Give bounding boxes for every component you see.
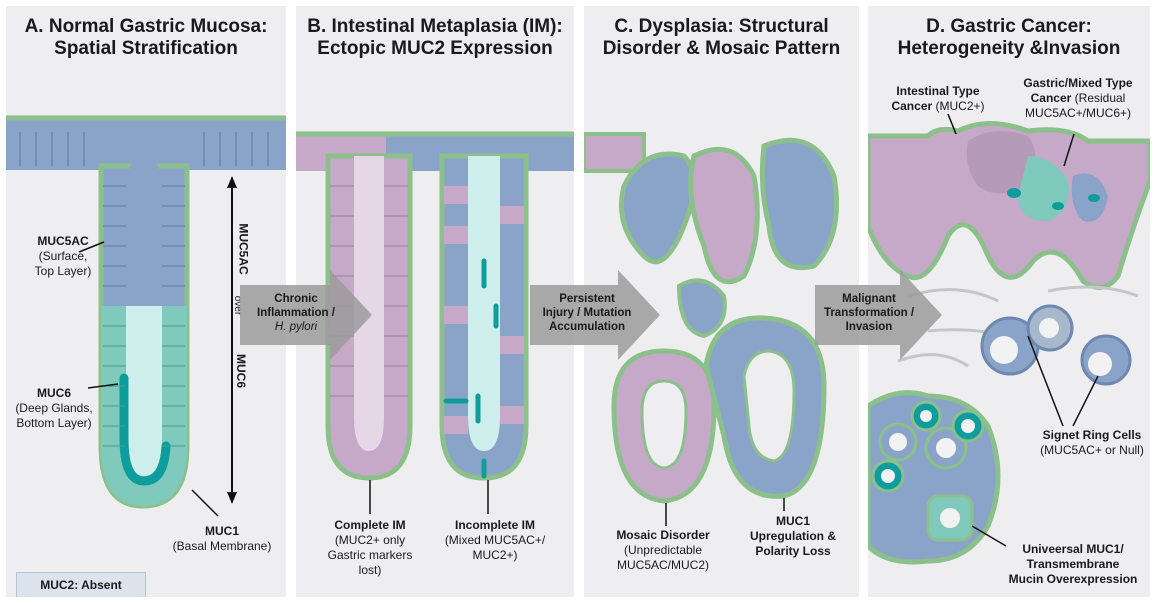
panel-title: C. Dysplasia: Structural Disorder & Mosa… bbox=[584, 16, 859, 60]
panel-title: A. Normal Gastric Mucosa: Spatial Strati… bbox=[6, 16, 286, 60]
arrow-1-line-3: H. pylori bbox=[274, 321, 318, 333]
gastric-note-1: (Residual bbox=[1074, 91, 1126, 105]
signet-ring-label: Signet Ring Cells (MUC5AC+ or Null) bbox=[1036, 428, 1148, 458]
muc5ac-note-1: (Surface, bbox=[38, 249, 88, 263]
muc1-line-2: Upregulation & bbox=[750, 529, 836, 543]
complete-im-name: Complete IM bbox=[334, 518, 406, 532]
arrow-1-line-1: Chronic bbox=[274, 293, 318, 305]
panel-title: B. Intestinal Metaplasia (IM): Ectopic M… bbox=[296, 16, 574, 60]
signet-ring-note: (MUC5AC+ or Null) bbox=[1040, 443, 1144, 457]
incomplete-im-note-2: MUC2+) bbox=[472, 548, 518, 562]
cancer-illustration bbox=[868, 113, 1150, 565]
muc1-line-3: Polarity Loss bbox=[755, 544, 831, 558]
incomplete-im-label: Incomplete IM (Mixed MUC5AC+/ MUC2+) bbox=[436, 518, 554, 563]
arrow-3-line-1: Malignant bbox=[842, 293, 896, 305]
muc1-upregulation-label: MUC1 Upregulation & Polarity Loss bbox=[734, 514, 852, 559]
arrow-3-line-2: Transformation / bbox=[823, 307, 915, 319]
muc1-label: MUC1 (Basal Membrane) bbox=[164, 524, 280, 554]
intestinal-type-label: Intestinal Type Cancer (MUC2+) bbox=[882, 84, 994, 114]
normal-gland-illustration bbox=[6, 115, 286, 517]
arrow-3-label: Malignant Transformation / Invasion bbox=[810, 292, 928, 334]
intestinal-line-1: Intestinal Type bbox=[896, 84, 980, 98]
complete-im-label: Complete IM (MUC2+ only Gastric markers … bbox=[318, 518, 422, 578]
dysplasia-illustration bbox=[584, 132, 839, 526]
arrow-1-line-2: Inflammation / bbox=[257, 307, 335, 319]
complete-im-note-3: lost) bbox=[358, 563, 382, 577]
muc1-name: MUC1 bbox=[204, 524, 239, 538]
title-line-2: Heterogeneity &Invasion bbox=[897, 38, 1121, 59]
metaplasia-illustration bbox=[296, 131, 574, 514]
muc2-absent-legend: MUC2: Absent bbox=[16, 572, 146, 597]
mosaic-note-2: MUC5AC/MUC2) bbox=[616, 558, 709, 572]
muc6-note-2: Bottom Layer) bbox=[16, 416, 92, 430]
complete-im-note-2: Gastric markers bbox=[327, 548, 413, 562]
panel-normal-mucosa: A. Normal Gastric Mucosa: Spatial Strati… bbox=[6, 6, 286, 597]
muc1-line-1: Univeersal MUC1/ bbox=[1022, 542, 1124, 556]
title-line-2: Ectopic MUC2 Expression bbox=[317, 38, 553, 59]
gastric-note-2: MUC5AC+/MUC6+) bbox=[1024, 106, 1132, 120]
title-line-1: D. Gastric Cancer: bbox=[926, 16, 1092, 37]
muc5ac-name: MUC5AC bbox=[37, 234, 89, 248]
title-line-2: Spatial Stratification bbox=[54, 38, 238, 59]
muc1-line-3: Mucin Overexpression bbox=[1008, 572, 1138, 586]
muc5ac-label: MUC5AC (Surface, Top Layer) bbox=[20, 234, 106, 279]
signet-ring-name: Signet Ring Cells bbox=[1042, 428, 1142, 442]
panel-title: D. Gastric Cancer: Heterogeneity &Invasi… bbox=[868, 16, 1150, 60]
gastric-mixed-type-label: Gastric/Mixed Type Cancer (Residual MUC5… bbox=[1008, 76, 1148, 121]
arrow-2-label: Persistent Injury / Mutation Accumulatio… bbox=[528, 292, 646, 334]
arrow-3-line-3: Invasion bbox=[845, 321, 893, 333]
muc5ac-note-2: Top Layer) bbox=[34, 264, 92, 278]
mosaic-disorder-name: Mosaic Disorder bbox=[616, 528, 710, 542]
title-line-1: C. Dysplasia: Structural bbox=[614, 16, 829, 37]
axis-label-muc5ac: MUC5AC bbox=[236, 223, 251, 275]
muc1-overexpression-label: Univeersal MUC1/ Transmembrane Mucin Ove… bbox=[1000, 542, 1146, 587]
title-line-2: Disorder & Mosaic Pattern bbox=[602, 38, 841, 59]
axis-label-muc6: MUC6 bbox=[234, 353, 249, 389]
intestinal-note: (MUC2+) bbox=[935, 99, 985, 113]
intestinal-line-2: Cancer bbox=[891, 99, 933, 113]
arrow-2-line-2: Injury / Mutation bbox=[542, 307, 632, 319]
title-line-1: B. Intestinal Metaplasia (IM): bbox=[307, 16, 563, 37]
gastric-line-2: Cancer bbox=[1030, 91, 1072, 105]
muc1-line-2: Transmembrane bbox=[1026, 557, 1120, 571]
mosaic-disorder-label: Mosaic Disorder (Unpredictable MUC5AC/MU… bbox=[598, 528, 728, 573]
muc6-label: MUC6 (Deep Glands, Bottom Layer) bbox=[6, 386, 102, 431]
muc1-note: (Basal Membrane) bbox=[172, 539, 272, 553]
muc1-line-1: MUC1 bbox=[775, 514, 810, 528]
panel-dysplasia: C. Dysplasia: Structural Disorder & Mosa… bbox=[584, 6, 859, 597]
incomplete-im-name: Incomplete IM bbox=[454, 518, 535, 532]
incomplete-im-note-1: (Mixed MUC5AC+/ bbox=[444, 533, 546, 547]
arrow-2-line-3: Accumulation bbox=[548, 321, 626, 333]
arrow-1-label: Chronic Inflammation / H. pylori bbox=[240, 292, 352, 334]
complete-im-note-1: (MUC2+ only bbox=[334, 533, 406, 547]
arrow-2-line-1: Persistent bbox=[559, 293, 615, 305]
muc6-name: MUC6 bbox=[36, 386, 71, 400]
muc6-note-1: (Deep Glands, bbox=[15, 401, 93, 415]
gastric-line-1: Gastric/Mixed Type bbox=[1023, 76, 1133, 90]
title-line-1: A. Normal Gastric Mucosa: bbox=[24, 16, 268, 37]
mosaic-note-1: (Unpredictable bbox=[623, 543, 703, 557]
